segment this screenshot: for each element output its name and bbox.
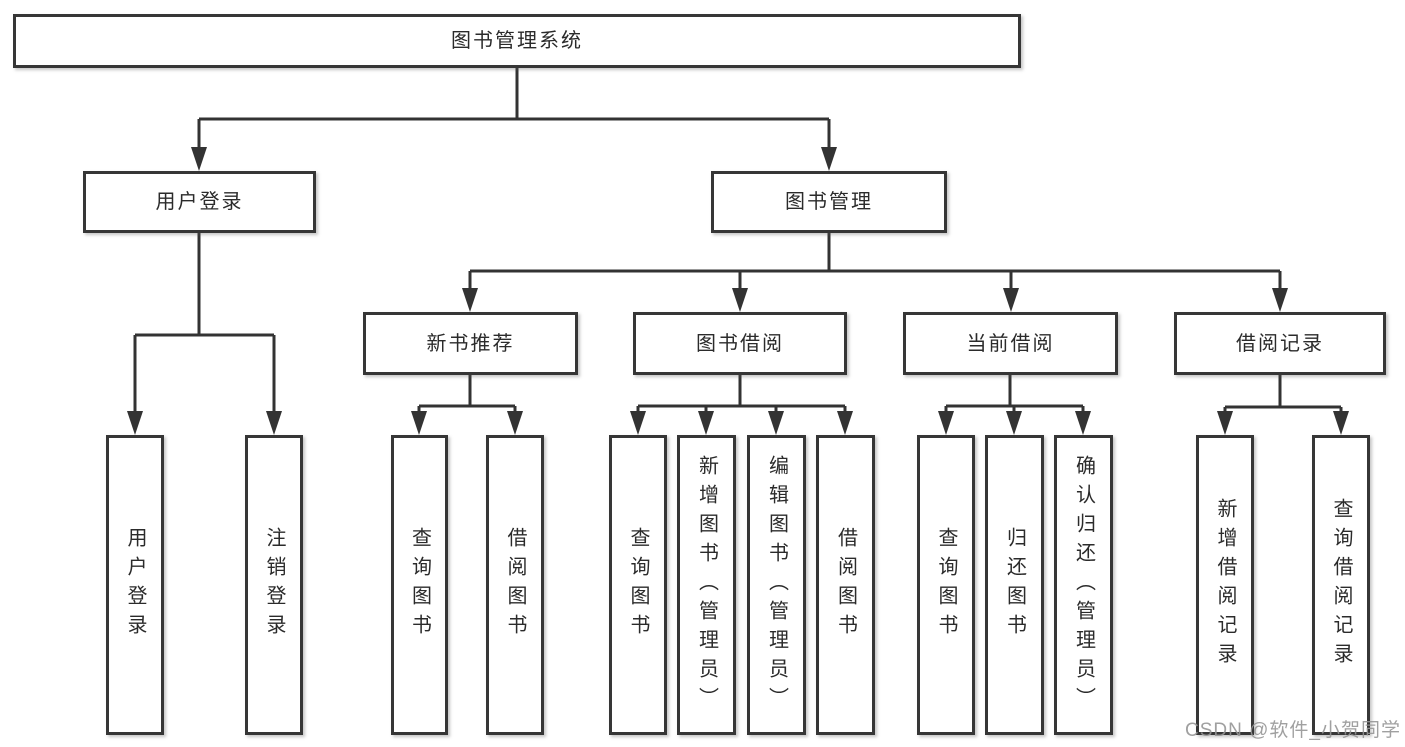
node-current-borrowing: 当前借阅 [903,312,1118,375]
node-borrowing-records: 借阅记录 [1174,312,1386,375]
connector-user-login-branch [127,233,282,435]
leaf-borrow-book-borrowing: 借阅图书 [816,435,875,735]
connector-new-book-rec-branch [411,375,523,435]
csdn-watermark: CSDN @软件_小贺同学 [1185,720,1401,741]
node-root-system: 图书管理系统 [13,14,1021,68]
leaf-confirm-return-admin: 确认归还（管理员） [1054,435,1113,735]
connector-root-branch [191,68,837,171]
leaf-query-borrow-record: 查询借阅记录 [1312,435,1370,735]
leaf-query-book-borrowing: 查询图书 [609,435,667,735]
connector-current-borrow-branch [938,375,1091,435]
leaf-user-login: 用户登录 [106,435,164,735]
connector-book-borrow-branch [630,375,853,435]
node-user-login: 用户登录 [83,171,316,233]
leaf-edit-book-admin: 编辑图书（管理员） [747,435,806,735]
node-new-book-recommend: 新书推荐 [363,312,578,375]
node-book-management: 图书管理 [711,171,947,233]
leaf-add-book-admin: 新增图书（管理员） [677,435,736,735]
connector-borrow-record-branch [1217,375,1349,435]
leaf-add-borrow-record: 新增借阅记录 [1196,435,1254,735]
leaf-borrow-book-recommend: 借阅图书 [486,435,544,735]
leaf-logout: 注销登录 [245,435,303,735]
leaf-query-book-current: 查询图书 [917,435,975,735]
leaf-return-book: 归还图书 [985,435,1044,735]
connector-book-mgmt-branch [462,233,1288,312]
node-book-borrowing: 图书借阅 [633,312,847,375]
leaf-query-book-recommend: 查询图书 [391,435,448,735]
